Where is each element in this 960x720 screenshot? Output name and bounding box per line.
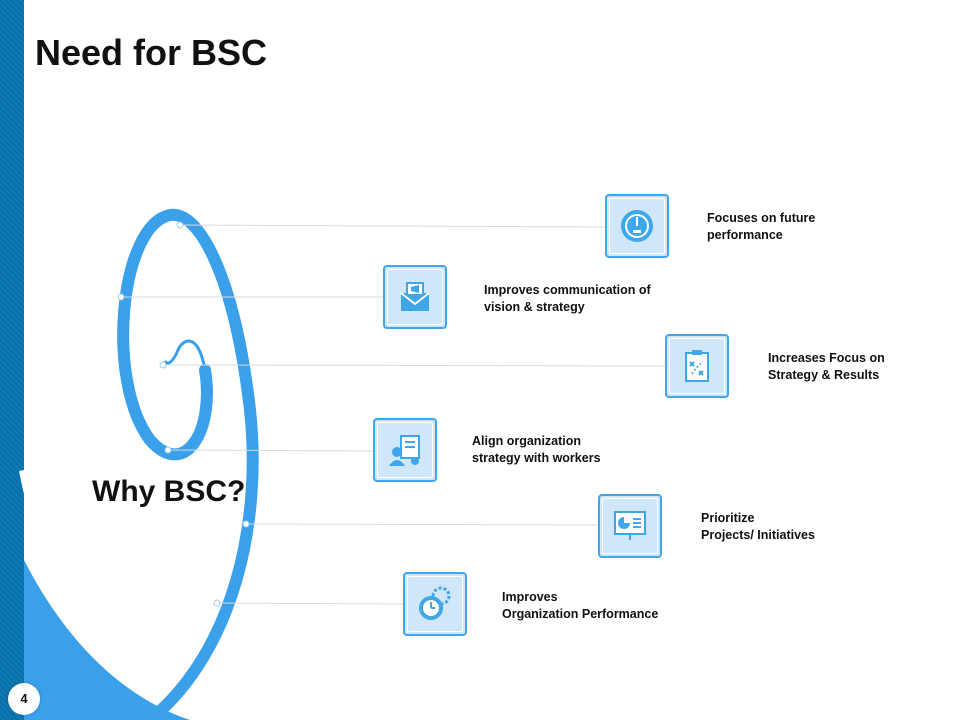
gear-clock-icon [419, 586, 451, 620]
item-label-6: Improves Organization Performance [502, 589, 658, 623]
spiral-inner [164, 339, 207, 372]
item-label-1-line1: Focuses on future [707, 211, 816, 225]
item-card-6 [403, 572, 467, 636]
presentation-chart-icon [614, 511, 646, 540]
center-label: Why BSC? [92, 475, 246, 508]
connector-line-4 [167, 449, 374, 452]
connector-line-6 [216, 602, 404, 605]
item-label-2-line2: vision & strategy [484, 300, 585, 314]
item-label-3: Increases Focus on Strategy & Results [768, 350, 885, 384]
item-label-2: Improves communication of vision & strat… [484, 282, 651, 316]
connector-dot-5 [242, 520, 250, 528]
item-card-3 [665, 334, 729, 398]
connector-line-1 [179, 224, 606, 228]
corner-swoosh-highlight [19, 469, 164, 704]
item-label-1-line2: performance [707, 228, 783, 242]
strategy-board-icon [685, 350, 709, 382]
connector-dot-2 [117, 293, 125, 301]
item-label-5-line1: Prioritize [701, 511, 755, 525]
item-label-1: Focuses on future performance [707, 210, 815, 244]
connector-dot-4 [164, 446, 172, 454]
item-label-3-line1: Increases Focus on [768, 351, 885, 365]
item-label-4-line1: Align organization [472, 434, 582, 448]
item-label-4-line2: strategy with workers [472, 451, 601, 465]
item-card-1 [605, 194, 669, 258]
item-card-5 [598, 494, 662, 558]
megaphone-mail-icon [400, 282, 430, 311]
speedometer-icon [621, 210, 653, 242]
page-number-badge: 4 [8, 683, 40, 715]
item-card-4 [373, 418, 437, 482]
connector-dot-6 [213, 599, 221, 607]
item-label-6-line2: Organization Performance [502, 607, 659, 621]
connector-dot-3 [159, 361, 167, 369]
connector-line-3 [162, 364, 666, 367]
worker-document-icon [389, 435, 420, 466]
item-label-5-line2: Projects/ Initiatives [701, 528, 815, 542]
corner-swoosh [24, 560, 190, 720]
item-label-6-line1: Improves [502, 590, 558, 604]
connector-dot-1 [176, 221, 184, 229]
item-card-2 [383, 265, 447, 329]
item-label-2-line1: Improves communication of [484, 283, 651, 297]
item-label-4: Align organization strategy with workers [472, 433, 601, 467]
item-label-5: Prioritize Projects/ Initiatives [701, 510, 815, 544]
spiral-outer [117, 208, 259, 720]
item-label-3-line2: Strategy & Results [768, 368, 880, 382]
page-title: Need for BSC [35, 32, 268, 73]
sidebar-stripe [0, 0, 24, 720]
connector-line-5 [245, 523, 599, 526]
